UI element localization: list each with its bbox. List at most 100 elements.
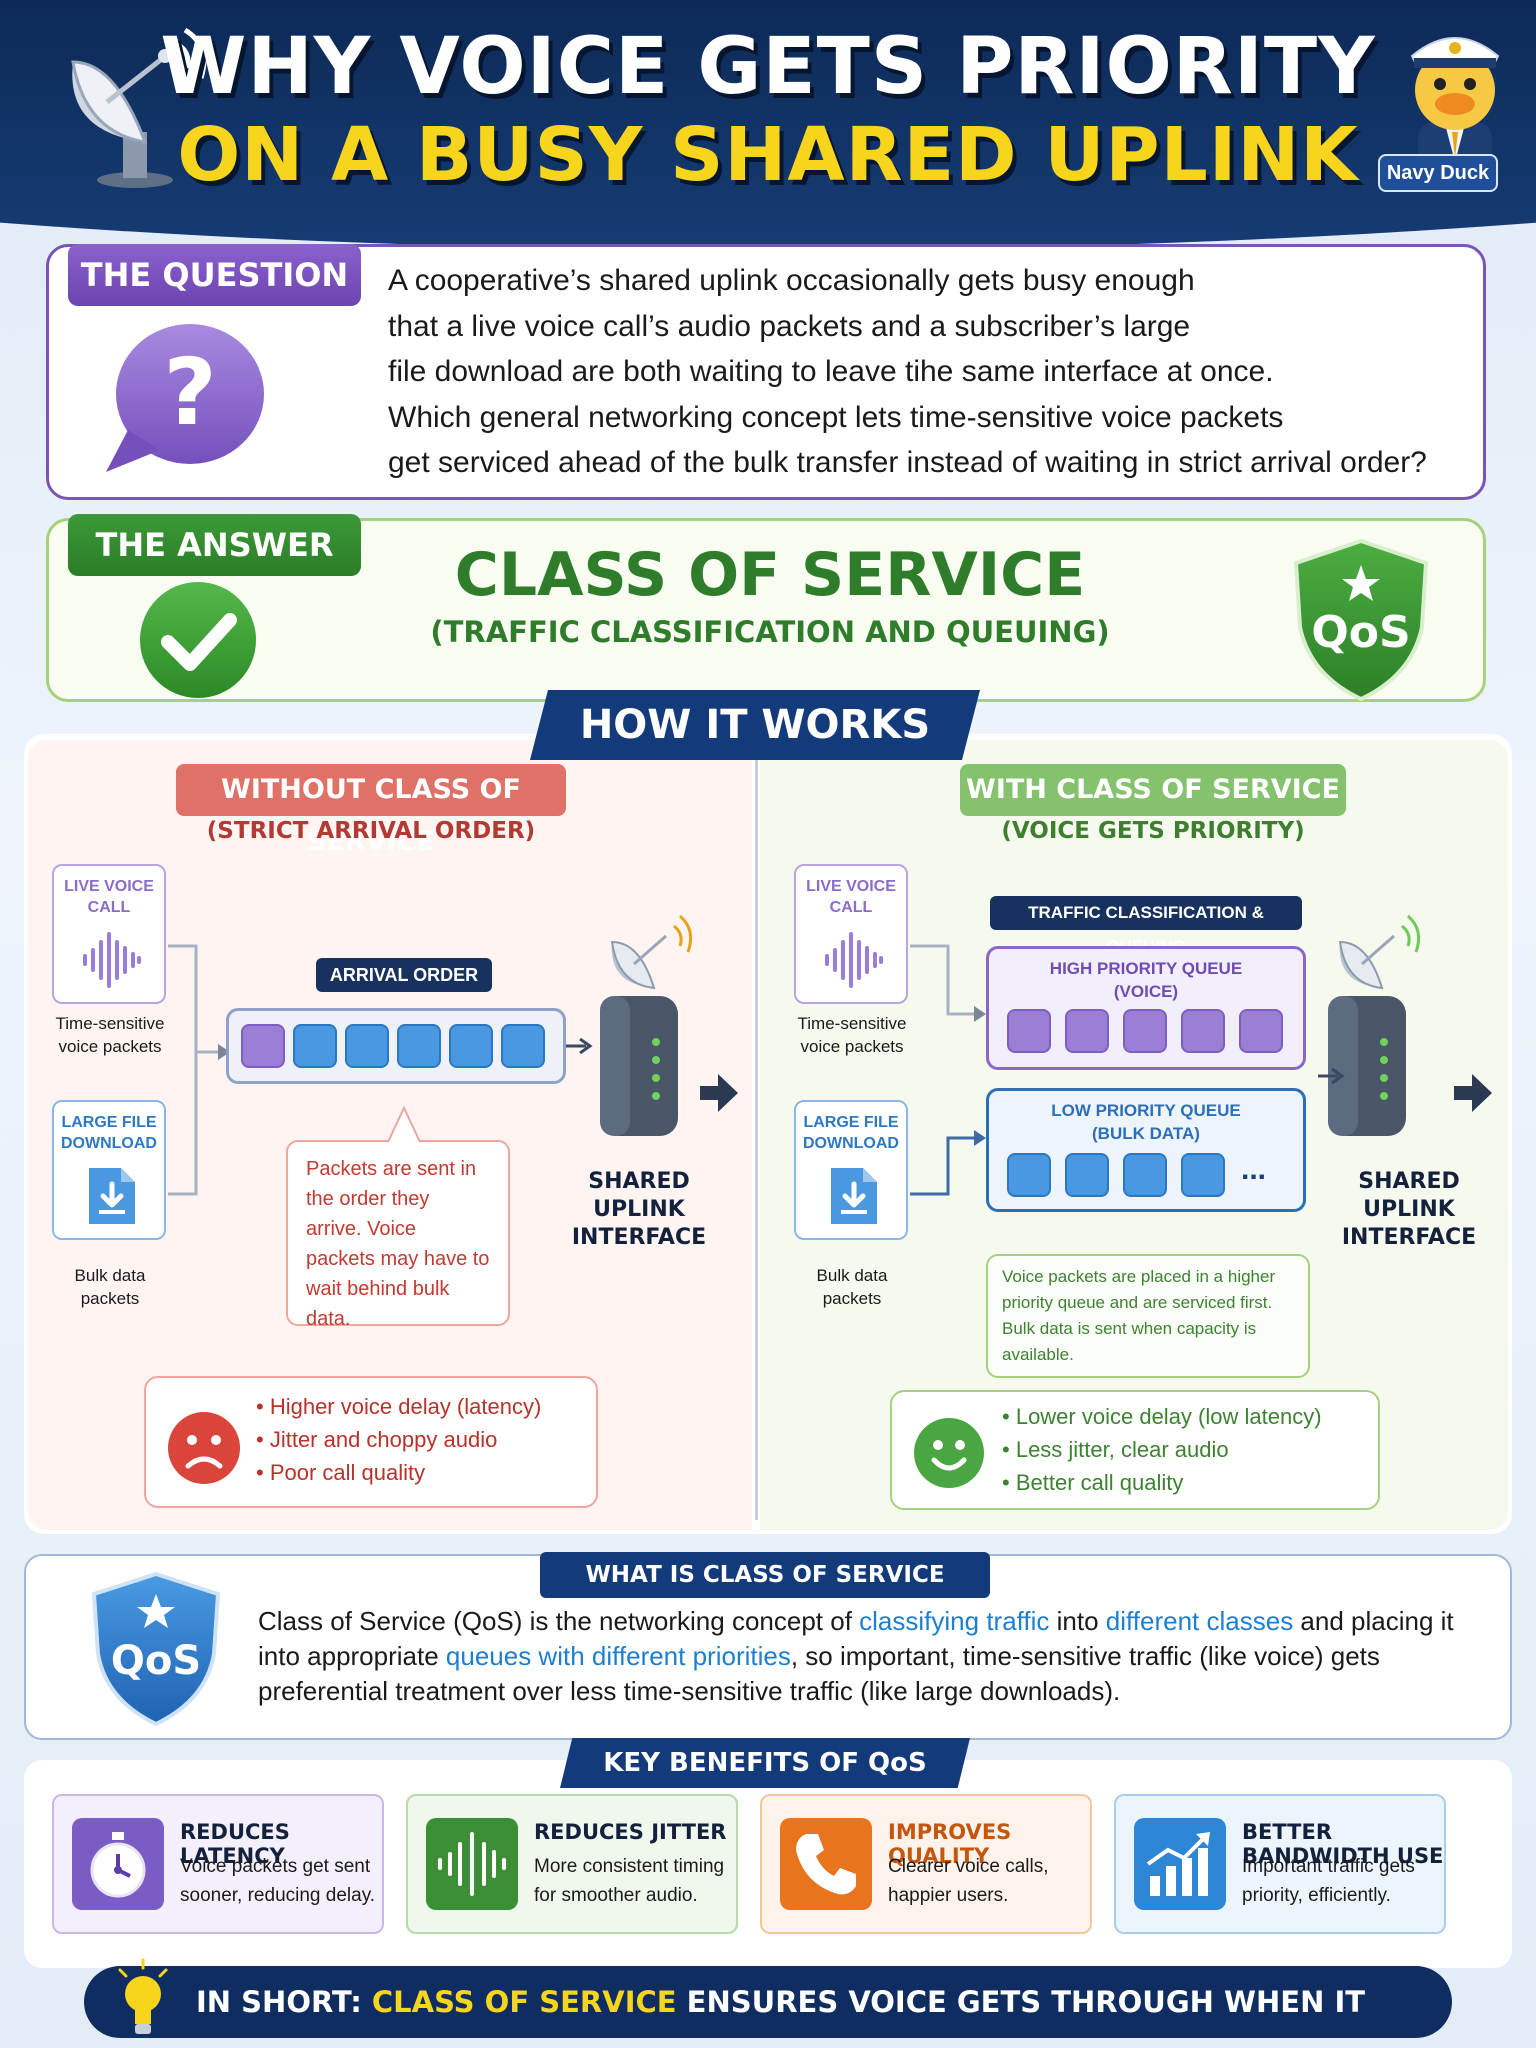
without-cos-callout-text: Packets are sent in the order they arriv… xyxy=(306,1158,490,1330)
large-file-card: LARGE FILE DOWNLOAD xyxy=(52,1100,166,1240)
arrival-order-queue xyxy=(226,1008,566,1084)
mascot-label: Navy Duck xyxy=(1378,154,1498,192)
with-cos-callout-text: Voice packets are placed in a higher pri… xyxy=(1002,1267,1276,1364)
benefit-title: IMPROVES QUALITY xyxy=(888,1820,1012,1868)
arrow-icon xyxy=(566,1037,593,1055)
result-item: • Lower voice delay (low latency) xyxy=(1002,1404,1322,1429)
with-cos-tag: WITH CLASS OF SERVICE xyxy=(960,764,1346,816)
benefit-title: REDUCES JITTER xyxy=(534,1820,727,1844)
qos-shield-icon: QoS xyxy=(91,1571,221,1727)
voice-caption: Time-sensitive voice packets xyxy=(40,1012,180,1058)
highlighted-term: different classes xyxy=(1105,1606,1294,1636)
checkmark-icon xyxy=(140,582,256,698)
how-it-works-banner: HOW IT WORKS xyxy=(530,690,980,760)
classifier-connectors xyxy=(910,944,986,1196)
question-line: get serviced ahead of the bulk transfer … xyxy=(388,446,1427,479)
low-priority-queue: LOW PRIORITY QUEUE (BULK DATA) ... xyxy=(986,1088,1306,1212)
shared-uplink-label: SHARED UPLINK INTERFACE xyxy=(1341,1169,1477,1250)
arrival-order-label: ARRIVAL ORDER xyxy=(316,958,492,992)
large-file-card-title: LARGE FILE DOWNLOAD xyxy=(61,1114,157,1152)
footer-banner xyxy=(84,1966,1452,2038)
benefit-card-jitter: REDUCES JITTER More consistent timing fo… xyxy=(406,1794,738,1934)
svg-text:?: ? xyxy=(163,339,216,446)
benefit-card-bandwidth: BETTER BANDWIDTH USE Important traffic g… xyxy=(1114,1794,1446,1934)
text-span: and placing it into appropriate xyxy=(258,1606,1454,1671)
file-caption-text: Bulk data packets xyxy=(816,1266,888,1308)
highlighted-term: queues with different priorities xyxy=(445,1641,791,1671)
uplink-tower-icon xyxy=(1328,914,1421,1136)
voice-caption-text: Time-sensitive voice packets xyxy=(55,1014,165,1056)
header-banner xyxy=(0,0,1536,250)
footer-prefix: IN SHORT: xyxy=(196,1985,372,2019)
callout-pointer xyxy=(387,1105,421,1143)
benefit-desc: Voice packets get sent sooner, reducing … xyxy=(180,1856,376,1906)
voice-packet xyxy=(1181,1009,1225,1053)
benefits-banner: KEY BENEFITS OF QoS xyxy=(560,1738,970,1788)
voice-packet xyxy=(1239,1009,1283,1053)
without-cos-subtitle: (STRICT ARRIVAL ORDER) xyxy=(206,818,536,844)
file-caption: Bulk data packets xyxy=(782,1264,922,1310)
file-packet xyxy=(397,1024,441,1068)
file-packet xyxy=(449,1024,493,1068)
what-is-qos-text: Class of Service (QoS) is the networking… xyxy=(258,1604,1498,1709)
footer-text: IN SHORT: CLASS OF SERVICE ENSURES VOICE… xyxy=(196,1966,1452,2038)
highlighted-term: classifying traffic xyxy=(859,1606,1050,1636)
question-text: A cooperative’s shared uplink occasional… xyxy=(388,258,1478,486)
file-packet xyxy=(1065,1153,1109,1197)
live-voice-card: LIVE VOICE CALL xyxy=(52,864,166,1004)
benefit-desc: Clearer voice calls, happier users. xyxy=(888,1856,1049,1906)
arrow-icon xyxy=(1318,1067,1345,1085)
answer-tag: THE ANSWER xyxy=(68,514,361,576)
high-priority-queue: HIGH PRIORITY QUEUE (VOICE) xyxy=(986,946,1306,1070)
voice-caption-text: Time-sensitive voice packets xyxy=(797,1014,907,1056)
stopwatch-icon xyxy=(72,1818,164,1910)
answer-title: CLASS OF SERVICE xyxy=(454,540,1086,610)
footer-suffix: ENSURES VOICE GETS THROUGH WHEN IT MATTE… xyxy=(686,1985,1366,2019)
file-download-icon xyxy=(831,1168,877,1224)
waveform-icon xyxy=(825,932,883,988)
live-voice-card: LIVE VOICE CALL xyxy=(794,864,908,1004)
without-cos-tag: WITHOUT CLASS OF SERVICE xyxy=(176,764,566,857)
file-download-icon xyxy=(89,1168,135,1224)
benefit-card-latency: REDUCES LATENCY Voice packets get sent s… xyxy=(52,1794,384,1934)
without-cos-callout: Packets are sent in the order they arriv… xyxy=(286,1140,510,1330)
live-voice-card-title: LIVE VOICE CALL xyxy=(64,878,154,916)
question-line: Which general networking concept lets ti… xyxy=(388,400,1284,434)
result-item: • Less jitter, clear audio xyxy=(1002,1437,1229,1462)
text-span: , so important, time-sensitive traffic (… xyxy=(258,1641,1380,1706)
voice-packet xyxy=(1007,1009,1051,1053)
output-arrow-icon xyxy=(1454,1074,1492,1112)
text-span: into xyxy=(1049,1606,1106,1636)
benefit-title: REDUCES LATENCY xyxy=(180,1820,290,1868)
answer-shield-label: QoS xyxy=(1311,607,1410,658)
result-item: • Poor call quality xyxy=(256,1460,426,1485)
waveform-icon xyxy=(83,932,141,988)
what-is-qos-tag: WHAT IS CLASS OF SERVICE (QoS)? xyxy=(540,1552,990,1634)
connector-lines xyxy=(168,944,230,1196)
high-priority-queue-label: HIGH PRIORITY QUEUE (VOICE) xyxy=(1049,959,1243,1001)
file-packet xyxy=(293,1024,337,1068)
file-packet xyxy=(501,1024,545,1068)
voice-packet xyxy=(1065,1009,1109,1053)
file-packet xyxy=(1123,1153,1167,1197)
voice-packet xyxy=(241,1024,285,1068)
happy-face-icon xyxy=(914,1418,984,1488)
divider xyxy=(755,760,758,1520)
footer-highlight: CLASS OF SERVICE xyxy=(371,1985,677,2019)
waveform-icon xyxy=(426,1818,518,1910)
live-voice-card-title: LIVE VOICE CALL xyxy=(806,878,896,916)
lightbulb-icon xyxy=(118,1958,168,2034)
queue-ellipsis: ... xyxy=(1241,1153,1267,1186)
sad-face-icon xyxy=(168,1412,240,1484)
shared-uplink-label: SHARED UPLINK INTERFACE xyxy=(571,1169,707,1250)
voice-caption: Time-sensitive voice packets xyxy=(782,1012,922,1058)
growth-chart-icon xyxy=(1134,1818,1226,1910)
qos-shield-icon: QoS xyxy=(1293,538,1429,702)
file-caption: Bulk data packets xyxy=(40,1264,180,1310)
phone-icon xyxy=(780,1818,872,1910)
low-priority-queue-label: LOW PRIORITY QUEUE (BULK DATA) xyxy=(1051,1101,1241,1143)
with-cos-subtitle: (VOICE GETS PRIORITY) xyxy=(1001,818,1305,844)
main-title-line2: ON A BUSY SHARED UPLINK xyxy=(177,112,1359,198)
satellite-dish-icon xyxy=(71,27,207,188)
text-span: Class of Service (QoS) is the networking… xyxy=(258,1606,860,1636)
